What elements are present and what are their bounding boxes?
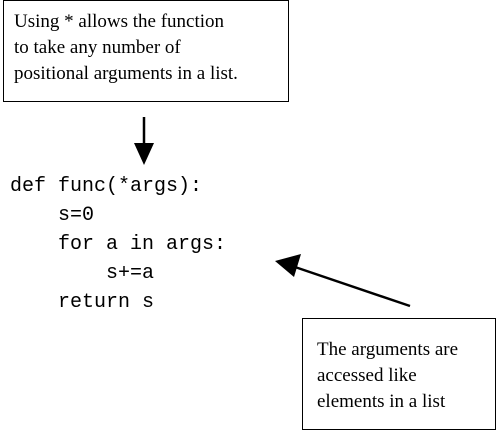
callout-box-list-access: The arguments are accessed like elements… (302, 318, 496, 430)
code-line-init: s=0 (10, 204, 95, 227)
code-line-return: return s (10, 291, 155, 314)
code-block: def func(*args): s=0 for a in args: s+=a… (10, 172, 226, 317)
callout-text-line: positional arguments in a list. (14, 63, 238, 84)
down-arrow-icon (134, 117, 154, 165)
callout-text-line: accessed like (317, 365, 417, 386)
callout-text-line: Using * allows the function (14, 11, 225, 32)
callout-box-star-args: Using * allows the function to take any … (3, 0, 289, 102)
left-arrow-icon (275, 254, 411, 308)
code-line-accumulate: s+=a (10, 262, 155, 285)
callout-text-line: to take any number of (14, 37, 181, 58)
callout-text-line: The arguments are (317, 339, 459, 360)
callout-text-line: elements in a list (317, 391, 446, 412)
code-line-for: for a in args: (10, 233, 227, 256)
code-line-def: def func(*args): (10, 175, 203, 198)
